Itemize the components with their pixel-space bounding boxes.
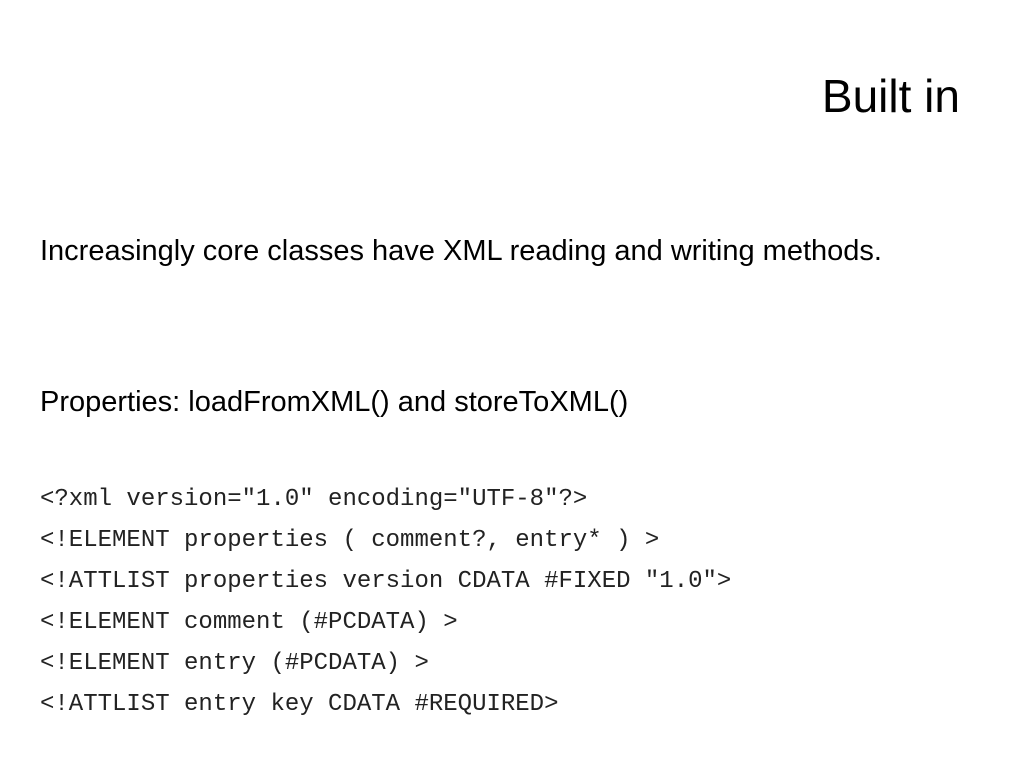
slide-title: Built in bbox=[821, 70, 960, 122]
code-line-element-entry: <!ELEMENT entry (#PCDATA) > bbox=[40, 650, 429, 677]
paragraph-xml-methods: Increasingly core classes have XML readi… bbox=[40, 235, 882, 267]
paragraph-properties: Properties: loadFromXML() and storeToXML… bbox=[40, 386, 629, 418]
code-line-attlist-entry: <!ATTLIST entry key CDATA #REQUIRED> bbox=[40, 691, 559, 718]
code-line-element-comment: <!ELEMENT comment (#PCDATA) > bbox=[40, 609, 458, 636]
code-line-attlist-properties: <!ATTLIST properties version CDATA #FIXE… bbox=[40, 568, 732, 595]
dtd-code-block: <?xml version="1.0" encoding="UTF-8"?> <… bbox=[40, 479, 731, 725]
code-line-xml-declaration: <?xml version="1.0" encoding="UTF-8"?> bbox=[40, 486, 588, 513]
code-line-element-properties: <!ELEMENT properties ( comment?, entry* … bbox=[40, 527, 660, 554]
